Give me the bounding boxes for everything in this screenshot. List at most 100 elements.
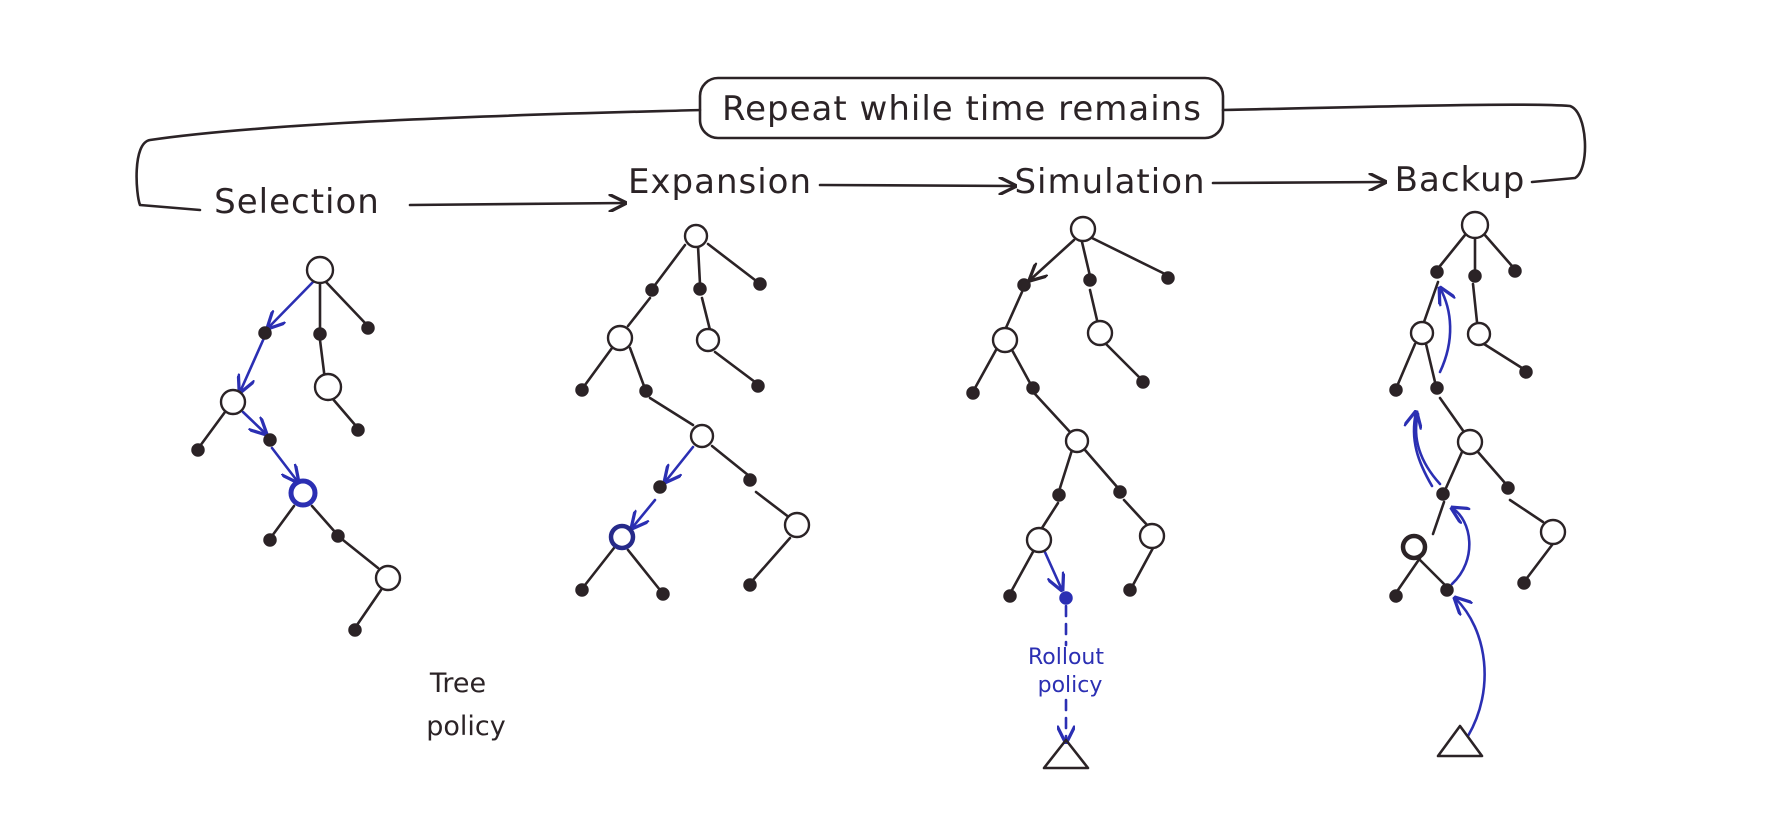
tree-edge bbox=[973, 348, 998, 390]
tree-edge bbox=[626, 548, 662, 592]
tree-edge bbox=[1422, 280, 1440, 324]
tree-node bbox=[966, 386, 980, 400]
tree-edge bbox=[1083, 448, 1120, 490]
tree-node bbox=[263, 433, 277, 447]
tree-edge bbox=[1131, 546, 1155, 587]
tree-node bbox=[693, 282, 707, 296]
tree-edge bbox=[1104, 342, 1142, 380]
tree-node bbox=[263, 533, 277, 547]
tree-edge bbox=[648, 396, 695, 427]
tree-edge bbox=[1010, 548, 1036, 592]
loop-label: Repeat while time remains bbox=[722, 89, 1202, 129]
tree-node bbox=[1539, 518, 1567, 546]
tree-edge bbox=[324, 280, 368, 326]
tree-node bbox=[1501, 481, 1515, 495]
tree-node bbox=[606, 324, 634, 352]
terminal-triangle-icon bbox=[1436, 724, 1484, 758]
highlight-arrow bbox=[1455, 598, 1486, 738]
tree-node bbox=[361, 321, 375, 335]
tree-edge bbox=[1396, 556, 1422, 592]
tree-edge bbox=[1476, 450, 1507, 485]
tree-node bbox=[1052, 488, 1066, 502]
tree-node bbox=[575, 583, 589, 597]
tree-edge bbox=[1444, 450, 1464, 490]
rollout-policy-line1: Rollout bbox=[1028, 645, 1104, 670]
arrow-simulation-to-backup bbox=[1211, 182, 1385, 183]
loop-frame: Repeat while time remains bbox=[135, 76, 1587, 212]
tree-edge bbox=[310, 504, 337, 534]
tree-edge bbox=[1438, 233, 1467, 268]
tree-node bbox=[753, 277, 767, 291]
tree-edge bbox=[628, 346, 646, 388]
tree-node bbox=[1466, 321, 1492, 347]
tree-node bbox=[1161, 271, 1175, 285]
tree-node bbox=[656, 587, 670, 601]
tree-node bbox=[1138, 522, 1166, 550]
tree-edge bbox=[330, 396, 358, 428]
tree-node bbox=[653, 480, 667, 494]
tree-node bbox=[743, 473, 757, 487]
tree-node bbox=[751, 379, 765, 393]
tree-edge bbox=[198, 410, 227, 448]
tree-node bbox=[1409, 320, 1435, 346]
tree-node bbox=[1430, 265, 1444, 279]
tree-node bbox=[1086, 319, 1114, 347]
tree-node bbox=[288, 478, 318, 508]
tree-node bbox=[1026, 381, 1040, 395]
step-label-expansion: Expansion bbox=[628, 162, 812, 202]
tree-node bbox=[1519, 365, 1533, 379]
tree-node bbox=[1113, 485, 1127, 499]
highlight-arrow bbox=[665, 445, 695, 482]
tree-edge bbox=[1040, 501, 1060, 530]
tree-edge bbox=[1122, 498, 1150, 528]
tree-node bbox=[1517, 576, 1531, 590]
tree-node bbox=[313, 372, 343, 402]
tree-node bbox=[331, 529, 345, 543]
tree-edge bbox=[626, 296, 652, 328]
tree-node bbox=[1400, 533, 1428, 561]
tree-edge bbox=[754, 490, 792, 520]
tree-policy-line2: policy bbox=[426, 711, 506, 742]
tree-node bbox=[1069, 215, 1097, 243]
tree-node bbox=[1064, 428, 1090, 454]
tree-policy-line1: Tree bbox=[429, 668, 486, 699]
tree-node bbox=[575, 383, 589, 397]
tree-node bbox=[645, 283, 659, 297]
tree-node bbox=[1440, 583, 1454, 597]
tree-edge bbox=[1030, 238, 1076, 280]
simulation-tree: Rollout policy bbox=[966, 215, 1175, 770]
selection-tree bbox=[191, 255, 402, 637]
tree-edge bbox=[751, 536, 792, 582]
highlight-arrow bbox=[241, 410, 266, 434]
tree-node bbox=[351, 423, 365, 437]
highlight-arrow bbox=[1414, 412, 1442, 486]
tree-edge bbox=[1396, 342, 1417, 386]
tree-edge bbox=[1010, 348, 1032, 385]
highlight-arrow bbox=[1452, 508, 1469, 586]
highlight-arrow bbox=[1414, 412, 1434, 488]
step-label-selection: Selection bbox=[214, 182, 380, 222]
tree-node bbox=[1059, 591, 1073, 605]
tree-edge bbox=[713, 350, 757, 384]
highlight-arrow bbox=[1042, 548, 1062, 590]
tree-edge bbox=[1438, 396, 1466, 434]
highlight-arrow bbox=[270, 446, 298, 482]
tree-node bbox=[258, 326, 272, 340]
tree-node bbox=[1456, 428, 1484, 456]
highlight-arrow bbox=[1440, 288, 1450, 374]
tree-node bbox=[695, 327, 721, 353]
tree-edge bbox=[1080, 240, 1092, 278]
arrow-selection-to-expansion bbox=[408, 203, 625, 205]
tree-edge bbox=[1003, 290, 1024, 332]
tree-node bbox=[1025, 526, 1053, 554]
tree-node bbox=[1460, 210, 1490, 240]
highlight-arrow bbox=[240, 336, 266, 392]
tree-node bbox=[783, 511, 811, 539]
tree-edge bbox=[583, 546, 616, 587]
rollout-policy-line2: policy bbox=[1038, 673, 1103, 698]
backup-tree bbox=[1389, 210, 1567, 758]
terminal-triangle-icon bbox=[1042, 738, 1090, 770]
step-labels: Selection Expansion Simulation Backup bbox=[214, 160, 1524, 222]
tree-edge bbox=[710, 444, 750, 477]
